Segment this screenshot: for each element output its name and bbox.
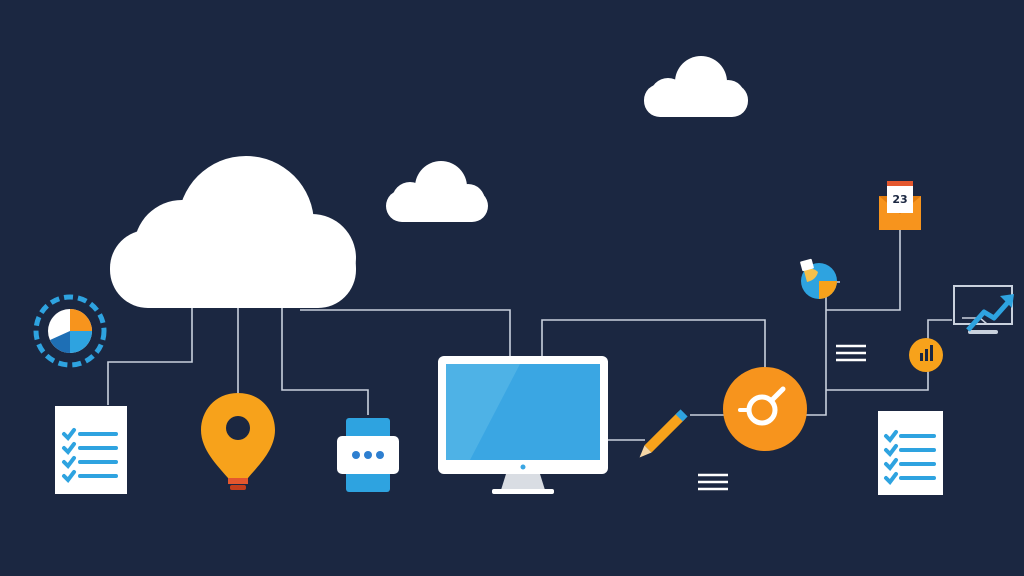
bar-chart-coin-icon (909, 338, 943, 372)
desktop-monitor-icon (438, 356, 608, 494)
small-cloud-top-icon (644, 56, 748, 117)
checklist-right-icon (878, 411, 943, 495)
connector-cloud-checklist (107, 305, 193, 405)
pie-chart-gear-icon (33, 294, 107, 368)
connector-globe-envelope (826, 228, 901, 311)
list-lines-center-icon (698, 473, 728, 491)
connector-cloud-monitor (300, 309, 511, 358)
connector-monitor-search (541, 319, 766, 368)
pencil-icon (639, 409, 688, 458)
small-cloud-left-icon (386, 161, 488, 222)
trend-chart-monitor-icon (953, 285, 1014, 334)
checklist-left-icon (55, 406, 127, 494)
search-icon (723, 367, 807, 451)
connector-lines (107, 228, 952, 441)
globe-icon (800, 258, 837, 299)
connector-cloud-server (281, 308, 369, 415)
main-cloud-icon (110, 156, 356, 308)
map-pin-icon (201, 393, 275, 490)
envelope-number-text: 23 (892, 193, 907, 206)
server-icon (337, 418, 399, 492)
envelope-calendar-icon: 23 (879, 181, 921, 230)
connector-search-globe (806, 281, 840, 416)
list-lines-right-icon (836, 344, 866, 362)
